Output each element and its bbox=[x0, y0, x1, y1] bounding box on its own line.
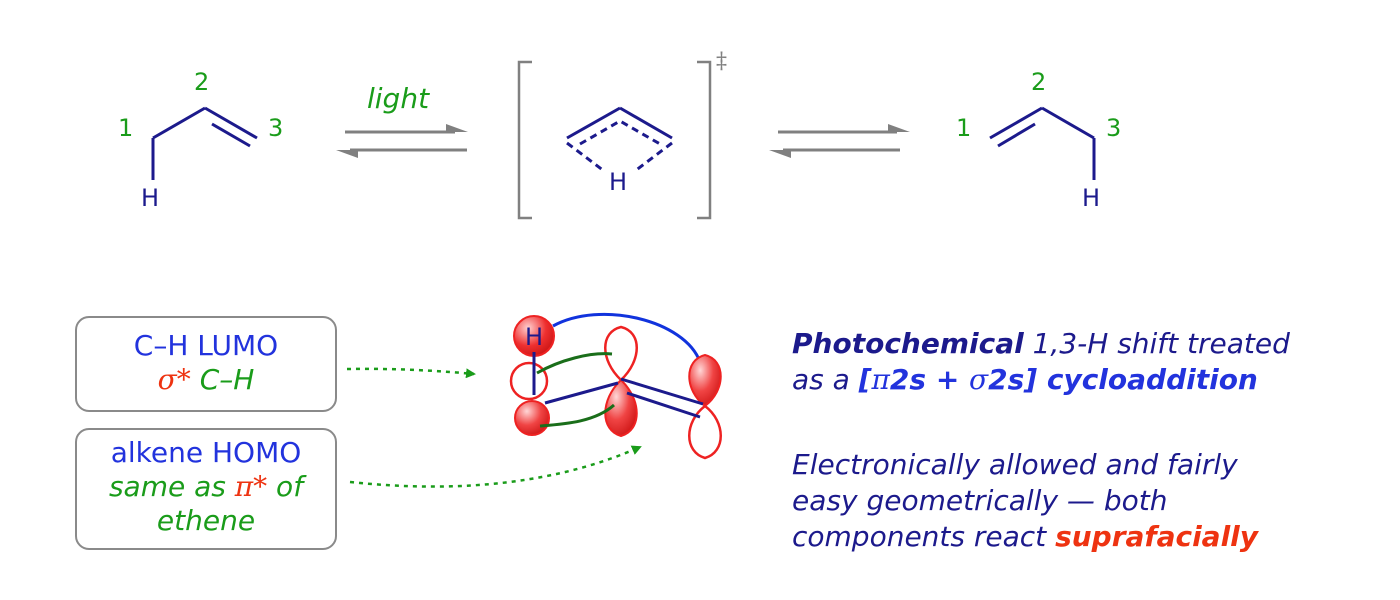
ts-partial-ch-right bbox=[634, 141, 673, 173]
lumo-pointer-arrow bbox=[346, 367, 476, 379]
c1-lower-lobe bbox=[514, 400, 550, 436]
c3-upper-lobe bbox=[688, 353, 722, 408]
bracket-open: [ bbox=[858, 363, 872, 396]
left-bracket bbox=[517, 60, 532, 220]
light-label: light bbox=[367, 82, 430, 115]
reverse-arrow-head bbox=[336, 150, 358, 158]
product-molecule: 1 2 3 H bbox=[956, 68, 1121, 212]
forward-arrow-head bbox=[446, 124, 468, 132]
homo-line2-post: of bbox=[267, 470, 304, 503]
pi-symbol: π bbox=[871, 363, 890, 396]
transition-state-symbol: ‡ bbox=[716, 49, 727, 74]
sigma-star-back-lobe bbox=[509, 361, 549, 401]
reverse-arrow-2-head bbox=[769, 150, 791, 158]
ts-partial-pi bbox=[579, 119, 661, 146]
sigma-symbol: σ bbox=[969, 363, 989, 396]
bond-c1-c2 bbox=[152, 106, 206, 140]
suprafacially-word: suprafacially bbox=[1055, 520, 1259, 553]
homo-box: alkene HOMO same as π* of ethene bbox=[75, 428, 337, 550]
para1-line1: Photochemical 1,3-H shift treated bbox=[792, 326, 1290, 362]
product-label-2: 2 bbox=[1031, 68, 1046, 96]
lumo-box: C–H LUMO σ* C–H bbox=[75, 316, 337, 412]
h-to-c3-connector bbox=[552, 312, 702, 363]
forward-arrow-2-head bbox=[888, 124, 910, 132]
transition-state: ‡ H bbox=[517, 49, 727, 220]
lumo-subtitle: σ* C–H bbox=[77, 363, 335, 397]
reactant-hydrogen: H bbox=[141, 184, 159, 212]
product-bond-c1-c2-double bbox=[997, 122, 1036, 148]
description-paragraph-2: Electronically allowed and fairly easy g… bbox=[792, 447, 1258, 555]
equilibrium-arrows-2 bbox=[769, 124, 910, 158]
orbital-diagram: H bbox=[509, 312, 722, 460]
product-bond-c1-c2 bbox=[989, 106, 1043, 140]
reactant-molecule: 1 2 3 H bbox=[118, 68, 283, 212]
c3-lower-lobe bbox=[688, 404, 722, 460]
sigma-star-symbol: σ* bbox=[157, 363, 191, 396]
ts-bond-left bbox=[566, 106, 621, 140]
bond-c2-c3 bbox=[204, 106, 258, 140]
para2-line2: easy geometrically — both bbox=[792, 484, 1168, 517]
homo-title: alkene HOMO bbox=[110, 436, 302, 469]
reactant-label-1: 1 bbox=[118, 114, 133, 142]
para1-line2-pre: as a bbox=[792, 363, 859, 396]
product-label-1: 1 bbox=[956, 114, 971, 142]
ts-bond-right bbox=[619, 106, 673, 140]
para2-line3-pre: components react bbox=[792, 520, 1056, 553]
overlap-curve-lower bbox=[539, 403, 615, 428]
lumo-title: C–H LUMO bbox=[133, 329, 279, 362]
lumo-subtitle-rest: C–H bbox=[190, 363, 255, 396]
c1-c2-bond bbox=[544, 381, 619, 405]
description-paragraph-1: Photochemical 1,3-H shift treated as a [… bbox=[792, 326, 1290, 398]
homo-line3: ethene bbox=[156, 504, 256, 537]
reactant-label-2: 2 bbox=[194, 68, 209, 96]
product-hydrogen: H bbox=[1082, 184, 1100, 212]
photochemical-word: Photochemical bbox=[792, 327, 1024, 360]
c2-c3-double-bond bbox=[626, 391, 701, 419]
c2-c3-bond bbox=[620, 377, 704, 406]
overlap-curve-upper bbox=[536, 352, 613, 375]
para2-line3: components react suprafacially bbox=[792, 519, 1258, 555]
pi-star-symbol: π* bbox=[234, 470, 268, 503]
orbital-hydrogen: H bbox=[525, 323, 543, 351]
cycloaddition-part-b: 2s] cycloaddition bbox=[988, 363, 1258, 396]
right-bracket bbox=[697, 60, 712, 220]
bond-c2-c3-double bbox=[211, 122, 251, 148]
product-label-3: 3 bbox=[1106, 114, 1121, 142]
homo-pointer-arrow bbox=[349, 445, 642, 488]
cycloaddition-part-a: 2s + bbox=[889, 363, 970, 396]
equilibrium-arrows-1: light bbox=[336, 82, 468, 158]
c2-upper-lobe bbox=[604, 325, 638, 382]
para2-line1: Electronically allowed and fairly bbox=[792, 448, 1238, 481]
homo-line2: same as π* of bbox=[77, 470, 335, 504]
para1-line2: as a [π2s + σ2s] cycloaddition bbox=[792, 362, 1290, 398]
para1-line1-rest: 1,3-H shift treated bbox=[1023, 327, 1290, 360]
ts-partial-ch-left bbox=[566, 141, 605, 173]
reactant-label-3: 3 bbox=[268, 114, 283, 142]
homo-line2-pre: same as bbox=[108, 470, 235, 503]
product-bond-c2-c3 bbox=[1041, 106, 1095, 140]
ts-hydrogen: H bbox=[609, 168, 627, 196]
